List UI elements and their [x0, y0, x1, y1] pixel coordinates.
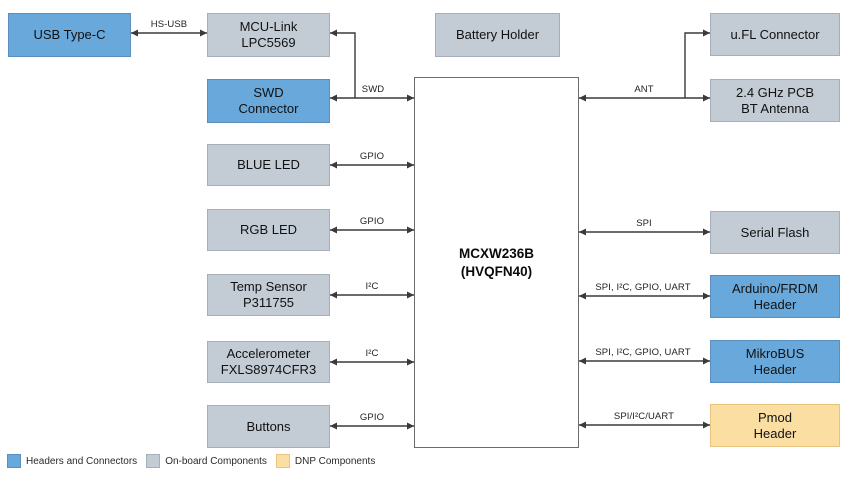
bus-label-mikrobus-bus: SPI, I²C, GPIO, UART [595, 347, 691, 358]
block-bt-antenna: 2.4 GHz PCB BT Antenna [710, 79, 840, 122]
legend-item-headers-connectors: Headers and Connectors [7, 454, 137, 468]
bus-label-gpio-rgb-led: GPIO [359, 216, 385, 227]
block-battery-holder-label: Battery Holder [455, 27, 540, 43]
block-mcxw236b-chip-label: MCXW236B (HVQFN40) [458, 245, 534, 279]
bus-label-spi: SPI [636, 218, 652, 229]
block-mikrobus-header-label: MikroBUS Header [745, 345, 805, 377]
bus-label-swd: SWD [361, 84, 385, 95]
block-serial-flash-label: Serial Flash [740, 224, 810, 240]
block-serial-flash: Serial Flash [710, 211, 840, 254]
block-swd-connector-label: SWD Connector [238, 85, 299, 116]
block-ufl-connector-label: u.FL Connector [730, 26, 820, 42]
legend-item-dnp-components: DNP Components [275, 454, 376, 468]
legend-swatch-dnp-components [275, 454, 290, 468]
legend-swatch-headers-connectors [7, 454, 21, 468]
block-rgb-led-label: RGB LED [239, 222, 298, 238]
block-usb-type-c: USB Type-C [8, 13, 131, 57]
bus-label-hs-usb: HS-USB [150, 19, 188, 30]
bus-label-i2c-accelerometer: I²C [365, 348, 379, 359]
block-usb-type-c-label: USB Type-C [33, 27, 106, 43]
legend-label-onboard-components: On-board Components [165, 455, 267, 467]
wire-mcu-link-swd-branch [330, 29, 356, 98]
legend-item-onboard-components: On-board Components [146, 454, 267, 468]
block-bt-antenna-label: 2.4 GHz PCB BT Antenna [735, 84, 815, 116]
block-temp-sensor: Temp Sensor P311755 [207, 274, 330, 316]
block-mikrobus-header: MikroBUS Header [710, 340, 840, 383]
block-blue-led: BLUE LED [207, 144, 330, 186]
block-mcu-link: MCU-Link LPC5569 [207, 13, 330, 57]
legend-label-headers-connectors: Headers and Connectors [26, 455, 138, 467]
bus-label-pmod-bus: SPI/I²C/UART [613, 411, 675, 422]
block-swd-connector: SWD Connector [207, 79, 330, 123]
block-arduino-frdm-header-label: Arduino/FRDM Header [732, 280, 818, 312]
legend: Headers and Connectors On-board Componen… [7, 454, 384, 468]
block-pmod-header-label: Pmod Header [753, 409, 797, 441]
bus-label-gpio-buttons: GPIO [359, 412, 385, 423]
block-ufl-connector: u.FL Connector [710, 13, 840, 56]
block-pmod-header: Pmod Header [710, 404, 840, 447]
block-rgb-led: RGB LED [207, 209, 330, 251]
block-mcxw236b-chip: MCXW236B (HVQFN40) [414, 77, 579, 448]
bus-label-arduino-frdm-bus: SPI, I²C, GPIO, UART [595, 282, 691, 293]
block-accelerometer: Accelerometer FXLS8974CFR3 [207, 341, 330, 383]
wire-ant-ufl-branch [684, 29, 710, 98]
block-arduino-frdm-header: Arduino/FRDM Header [710, 275, 840, 318]
bus-label-i2c-temp-sensor: I²C [365, 281, 379, 292]
bus-label-gpio-blue-led: GPIO [359, 151, 385, 162]
block-blue-led-label: BLUE LED [237, 157, 300, 173]
legend-swatch-onboard-components [146, 454, 161, 468]
block-buttons: Buttons [207, 405, 330, 448]
block-mcu-link-label: MCU-Link LPC5569 [239, 19, 298, 50]
legend-label-dnp-components: DNP Components [294, 455, 376, 467]
block-buttons-label: Buttons [246, 418, 291, 434]
block-accelerometer-label: Accelerometer FXLS8974CFR3 [220, 346, 317, 377]
block-battery-holder: Battery Holder [435, 13, 560, 57]
block-temp-sensor-label: Temp Sensor P311755 [230, 279, 307, 310]
bus-label-ant: ANT [634, 84, 654, 95]
